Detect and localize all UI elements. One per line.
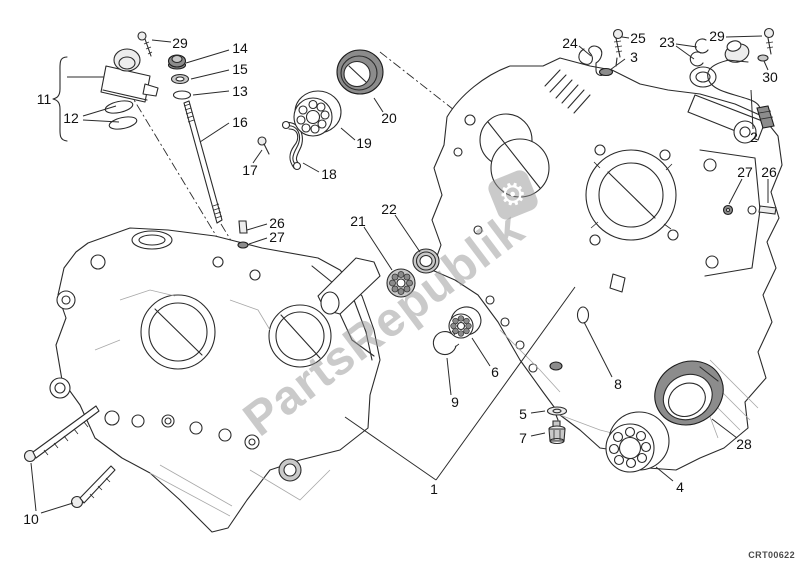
callout-28: 28	[736, 436, 752, 452]
screw-29-left	[137, 31, 153, 57]
leader-lines	[30, 35, 769, 514]
callout-24: 24	[562, 35, 578, 51]
callout-12: 12	[63, 110, 79, 126]
callout-29-left: 29	[172, 35, 188, 51]
callout-22: 22	[381, 201, 397, 217]
breather-valve-11	[100, 48, 159, 103]
callout-20: 20	[381, 110, 397, 126]
right-crankcase-half	[431, 57, 783, 471]
callout-16: 16	[232, 114, 248, 130]
stud-16	[183, 100, 223, 224]
washer-15	[170, 73, 190, 85]
speed-sensor-2	[707, 40, 775, 129]
callout-11: 11	[36, 91, 52, 107]
callout-1: 1	[430, 481, 438, 497]
circlip-9	[432, 330, 460, 356]
pin-26-right	[758, 205, 777, 215]
circlips-23	[689, 38, 709, 67]
retaining-plate-18	[281, 120, 303, 171]
callout-27-left: 27	[269, 229, 285, 245]
cable-guide-24	[578, 45, 606, 76]
washer-5	[546, 406, 568, 421]
outer-race-28	[654, 360, 724, 426]
o-ring-8	[576, 306, 590, 324]
callout-26-left: 26	[269, 215, 285, 231]
callout-25: 25	[630, 30, 646, 46]
callout-27-right: 27	[737, 164, 753, 180]
callout-5: 5	[519, 406, 527, 422]
callout-14: 14	[232, 40, 248, 56]
washer-27-right	[722, 204, 734, 216]
washer-27-left	[237, 241, 249, 249]
callout-17: 17	[242, 162, 258, 178]
cooling-fins	[544, 69, 591, 114]
bearing-21	[386, 268, 416, 298]
callout-18: 18	[321, 166, 337, 182]
valve-bolt-7	[548, 420, 566, 445]
nut-14	[167, 54, 187, 70]
washer-30	[757, 54, 769, 62]
diagram-code: CRT00622	[748, 550, 795, 560]
callout-30: 30	[762, 69, 778, 85]
callout-4: 4	[676, 479, 684, 495]
callout-21: 21	[350, 213, 366, 229]
seal-22	[412, 248, 440, 274]
callout-29-right: 29	[709, 28, 725, 44]
o-rings-12	[104, 100, 138, 130]
washer-3	[598, 67, 614, 77]
bearing-19	[293, 90, 342, 137]
callout-13: 13	[232, 83, 248, 99]
callout-9: 9	[451, 394, 459, 410]
pin-26-left	[238, 220, 248, 234]
screw-17	[257, 136, 270, 155]
screw-29-right	[763, 27, 775, 55]
bolts-10	[23, 405, 116, 509]
callout-3: 3	[630, 49, 638, 65]
callout-15: 15	[232, 61, 248, 77]
callout-7: 7	[519, 430, 527, 446]
callout-2: 2	[750, 129, 758, 145]
callout-19: 19	[356, 135, 372, 151]
bearing-4	[605, 411, 670, 473]
callout-10: 10	[23, 511, 39, 527]
callout-8: 8	[614, 376, 622, 392]
callout-6: 6	[491, 364, 499, 380]
screw-25	[612, 28, 624, 67]
bearing-20	[336, 49, 384, 95]
callout-26-right: 26	[761, 164, 777, 180]
o-ring-13	[172, 90, 192, 100]
bearing-6	[448, 306, 482, 339]
left-crankcase-half	[49, 227, 381, 533]
callout-23: 23	[659, 34, 675, 50]
